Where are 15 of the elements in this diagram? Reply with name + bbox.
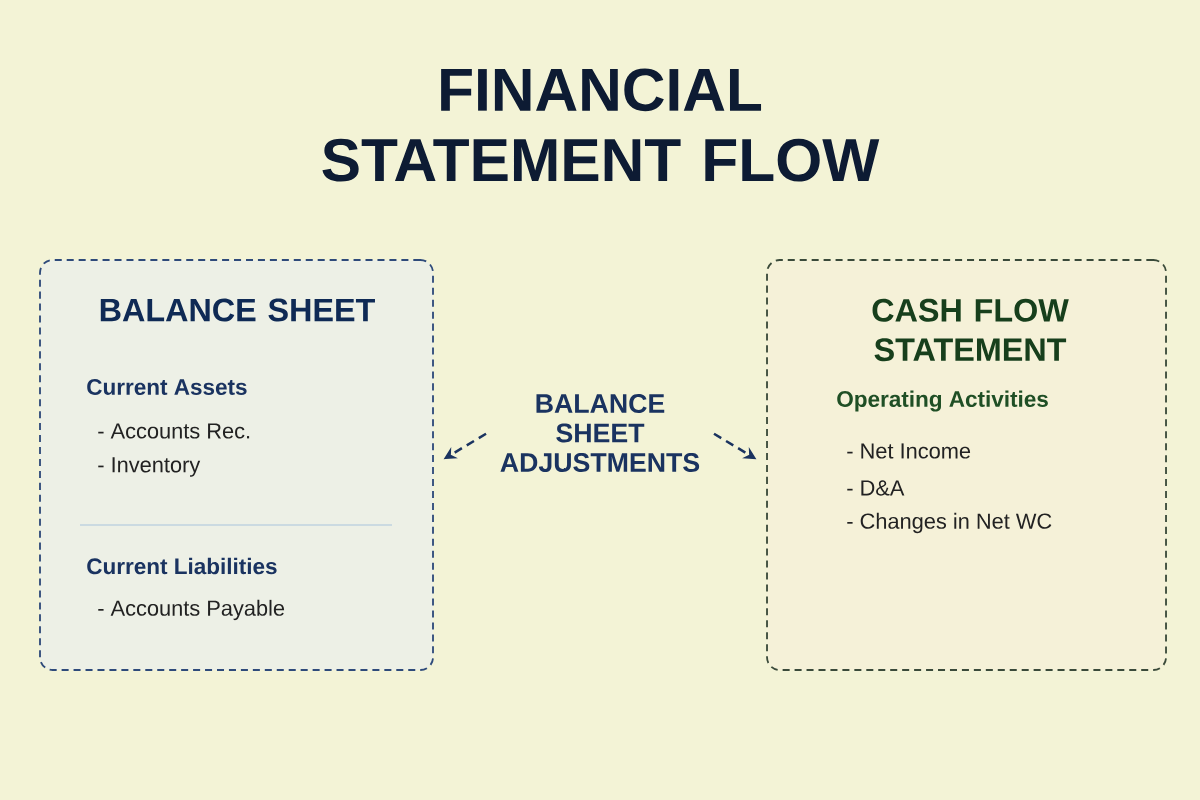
list-item: - Inventory [98, 457, 201, 477]
list-item: - Net Income [847, 443, 971, 459]
list-item: - D&A [847, 480, 905, 496]
dashed-panel [766, 259, 1167, 671]
list-item: - Accounts Rec. [98, 423, 250, 439]
panel-heading: BALANCE SHEET [100, 298, 375, 322]
section-heading: Current Assets [87, 379, 247, 395]
panel-heading: CASH FLOW STATEMENT [872, 298, 1069, 362]
flow-label: BALANCE SHEET ADJUSTMENTS [500, 394, 700, 472]
section-heading: Operating Activities [837, 390, 1048, 412]
title: FINANCIAL STATEMENT FLOW [322, 68, 880, 182]
list-item: - Changes in Net WC [847, 512, 1052, 534]
section-heading: Current Liabilities [87, 557, 277, 575]
list-item: - Accounts Payable [98, 599, 285, 621]
dashed-panel [39, 259, 434, 671]
